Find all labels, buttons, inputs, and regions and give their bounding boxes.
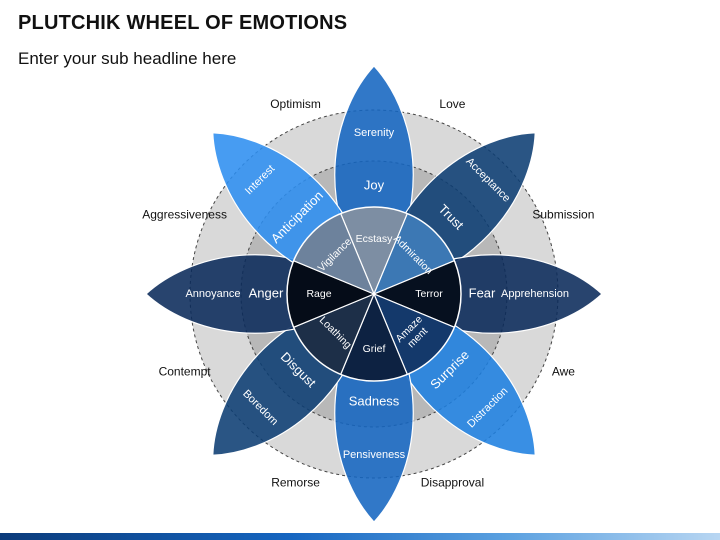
dyad-label: Love <box>439 97 465 111</box>
dyad-label: Aggressiveness <box>142 208 227 222</box>
petal-inner-label: Grief <box>363 343 386 355</box>
petal-middle-label: Fear <box>469 285 496 300</box>
page-title: PLUTCHIK WHEEL OF EMOTIONS <box>18 12 348 34</box>
dyad-label: Optimism <box>270 97 321 111</box>
dyad-label: Remorse <box>271 476 320 490</box>
page-subtitle: Enter your sub headline here <box>18 49 237 68</box>
dyad-label: Disapproval <box>421 476 484 490</box>
petal-middle-label: Joy <box>364 177 385 192</box>
petal-outer-label: Annoyance <box>185 288 240 300</box>
dyad-label: Submission <box>532 208 594 222</box>
petal-outer-label: Pensiveness <box>343 449 406 461</box>
petal-outer-label: Apprehension <box>501 288 569 300</box>
dyad-label: Contempt <box>159 365 212 379</box>
petal-inner-label: Terror <box>415 288 443 300</box>
footer-accent-bar <box>0 533 720 540</box>
petal-inner-label: Ecstasy <box>356 233 394 245</box>
inner-ring-border <box>286 206 462 382</box>
petal-middle-label: Anger <box>249 285 284 300</box>
dyad-label: Awe <box>552 365 575 379</box>
petal-inner-label: Rage <box>306 288 331 300</box>
petal-middle-label: Sadness <box>349 393 400 408</box>
petal-outer-label: Serenity <box>354 127 395 139</box>
